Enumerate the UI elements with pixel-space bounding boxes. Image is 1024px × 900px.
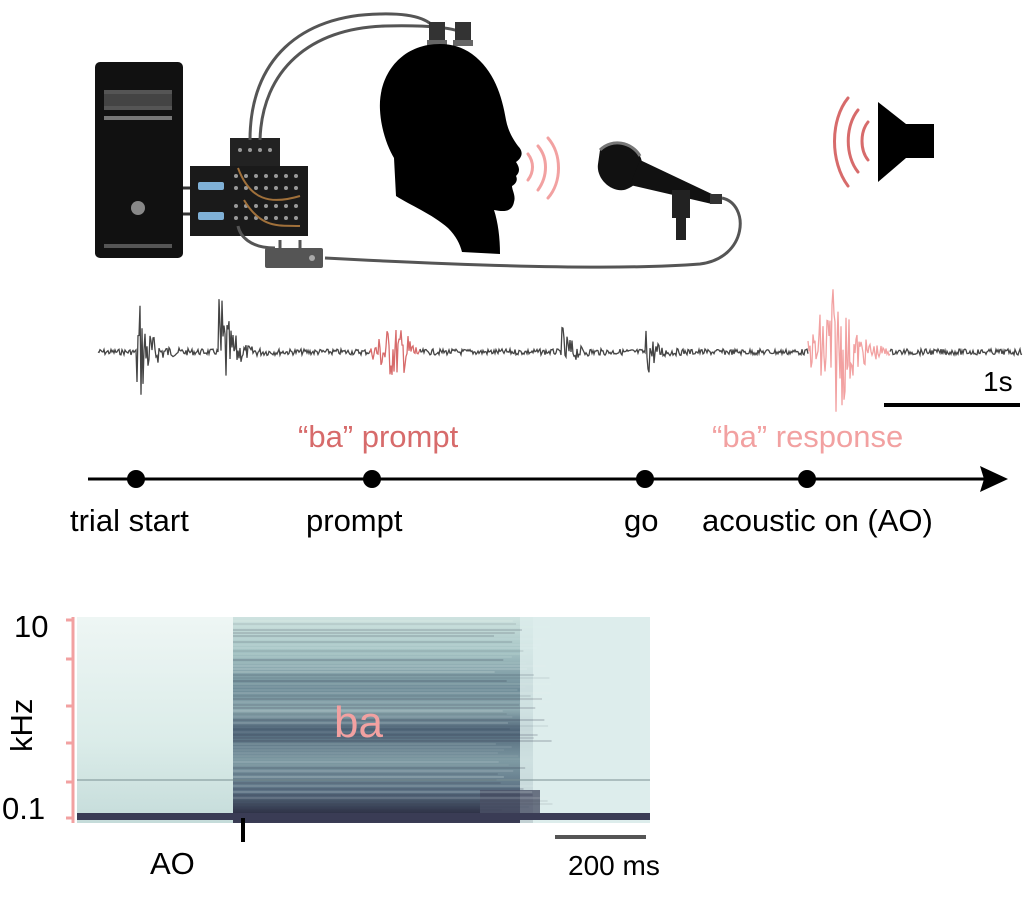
- spectrogram-band: [233, 728, 510, 730]
- spectrogram-band: [233, 677, 550, 679]
- waveform-scale-label: 1s: [983, 366, 1013, 397]
- waveform-segment: [807, 289, 891, 412]
- spectrogram-band: [233, 653, 527, 655]
- spectrogram-band: [233, 725, 549, 727]
- response-sound-label: “ba” response: [712, 419, 904, 454]
- spectrogram-band: [233, 785, 542, 787]
- spectrogram-band: [233, 806, 529, 808]
- spectrogram-band: [233, 710, 503, 712]
- speaker-icon: [833, 96, 934, 188]
- spectrogram-band: [233, 632, 515, 634]
- spectrogram-band: [233, 791, 533, 793]
- spectrogram-band: [233, 647, 537, 649]
- spectrogram-band: [233, 626, 551, 628]
- spectrogram-band: [233, 695, 531, 697]
- spectrogram-band: [233, 659, 504, 661]
- spectrogram-band: [233, 701, 550, 703]
- spectrogram-band: [233, 797, 550, 799]
- spectrogram-band: [233, 692, 551, 694]
- amplifier-rack-icon: [183, 138, 308, 236]
- spectrogram-band: [233, 743, 496, 745]
- syllable-label: ba: [334, 698, 383, 747]
- waveform-segment: [889, 346, 1023, 358]
- spectrogram-band: [233, 704, 520, 706]
- spectrogram-band: [233, 758, 531, 760]
- electrode-connector-icon: [427, 22, 473, 46]
- event-label-trial-start: trial start: [70, 503, 189, 538]
- spectrogram-band: [233, 764, 509, 766]
- spectrogram-band: [233, 719, 545, 721]
- arrow-head-icon: [980, 466, 1008, 492]
- spectrogram-band: [233, 716, 513, 718]
- sound-waves-icon: [526, 136, 560, 200]
- spectrogram-band: [233, 809, 502, 811]
- ao-label: AO: [150, 846, 195, 881]
- spectrogram-band: [233, 644, 542, 646]
- spectrogram-band: [233, 713, 507, 715]
- microphone-icon: [597, 141, 722, 240]
- spectrogram: [77, 617, 650, 823]
- spectrogram-band: [233, 650, 524, 652]
- spectrogram-band: [233, 788, 524, 790]
- event-label-acoustic-on: acoustic on (AO): [702, 503, 933, 538]
- timeline-dot-go: [636, 470, 654, 488]
- spectrogram-band: [233, 746, 512, 748]
- spectrogram-band: [233, 740, 552, 742]
- spectrogram-band: [233, 662, 527, 664]
- spectrogram-band: [233, 782, 501, 784]
- timeline-dot-prompt: [363, 470, 381, 488]
- timeline-dot-trial-start: [127, 470, 145, 488]
- spectrogram-band: [233, 749, 505, 751]
- y-tick-label-bottom: 0.1: [2, 791, 46, 826]
- spectrogram-band: [233, 773, 498, 775]
- spectrogram-band: [233, 752, 498, 754]
- spectrogram-band: [233, 683, 551, 685]
- spectrogram-band: [233, 623, 517, 625]
- event-label-go: go: [624, 503, 659, 538]
- waveform-segment: [369, 329, 421, 375]
- spectrogram-band: [233, 776, 504, 778]
- audio-interface-icon: [236, 225, 323, 268]
- spectrogram-band: [233, 755, 519, 757]
- timeline-axis: [88, 466, 1008, 492]
- computer-tower-icon: [95, 62, 183, 258]
- spectrogram-band: [233, 737, 534, 739]
- spectrogram-band: [233, 707, 536, 709]
- spectrogram-band: [233, 800, 548, 802]
- spectrogram-band: [233, 680, 507, 682]
- y-axis-label: kHz: [4, 698, 39, 752]
- spectrogram-scale-label: 200 ms: [568, 850, 660, 881]
- spectrogram-band: [233, 629, 522, 631]
- spectrogram-band: [233, 761, 499, 763]
- spectrogram-band: [233, 641, 513, 643]
- spectrogram-band: [233, 686, 526, 688]
- spectrogram-band: [233, 656, 512, 658]
- spectrogram-band: [233, 635, 495, 637]
- spectrogram-band: [233, 722, 508, 724]
- spectrogram-band: [233, 638, 545, 640]
- event-label-prompt: prompt: [306, 503, 403, 538]
- spectrogram-band: [233, 770, 514, 772]
- prompt-sound-label: “ba” prompt: [298, 419, 459, 454]
- waveform-segment: [419, 326, 809, 373]
- spectrogram-band: [233, 665, 546, 667]
- spectrogram-band: [233, 674, 534, 676]
- y-tick-label-top: 10: [14, 609, 49, 644]
- head-silhouette-icon: [379, 44, 522, 254]
- spectrogram-band: [233, 668, 528, 670]
- spectrogram-band: [233, 620, 513, 622]
- spectrogram-band: [233, 689, 518, 691]
- spectrogram-band: [233, 794, 533, 796]
- spectrogram-band: [233, 698, 542, 700]
- spectrogram-band: [233, 731, 538, 733]
- spectrogram-y-axis: [66, 617, 75, 823]
- waveform-segment: [97, 299, 371, 395]
- spectrogram-band: [233, 803, 553, 805]
- spectrogram-band: [233, 734, 538, 736]
- spectrogram-band: [233, 767, 526, 769]
- waveform-trace: [97, 289, 1023, 412]
- timeline-dot-acoustic-on: [798, 470, 816, 488]
- spectrogram-band: [233, 671, 495, 673]
